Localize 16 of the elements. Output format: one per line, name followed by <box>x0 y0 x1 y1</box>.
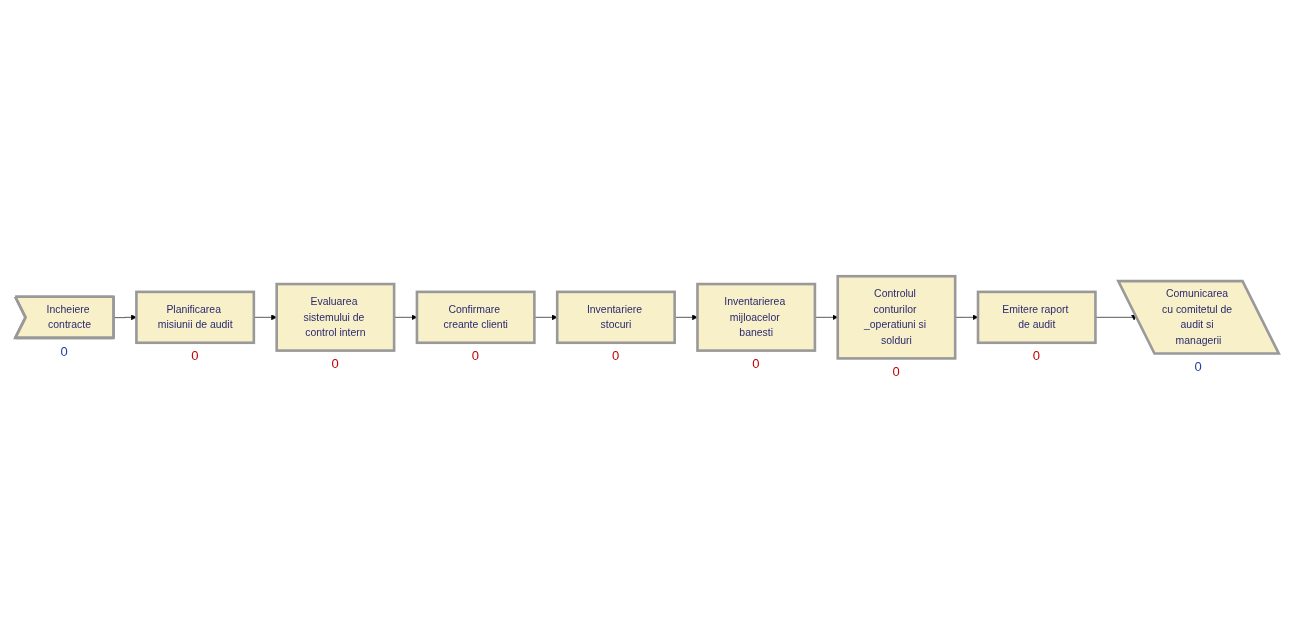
count-label: 0 <box>1032 348 1040 364</box>
node-box: Emitere raport de audit <box>976 290 1097 344</box>
count-label: 0 <box>611 348 620 364</box>
node-box: Controlul conturilor _operatiuni si solduri <box>836 274 957 360</box>
node-box: Evaluarea sistemului de control intern <box>275 282 396 352</box>
node-box: Inventarierea mijloacelor banesti <box>696 282 817 352</box>
count-label: 0 <box>1194 359 1202 375</box>
node-box: Planificarea misiunii de audit <box>135 290 256 344</box>
count-label: 0 <box>331 356 339 372</box>
count-label: 0 <box>892 364 900 380</box>
count-label: 0 <box>752 356 760 372</box>
count-label: 0 <box>471 348 479 364</box>
count-label: 0 <box>191 348 199 364</box>
count-label: 0 <box>60 343 68 359</box>
node-box: Inventariere stocuri <box>555 290 676 344</box>
node-box: Confirmare creante clienti <box>415 290 536 344</box>
